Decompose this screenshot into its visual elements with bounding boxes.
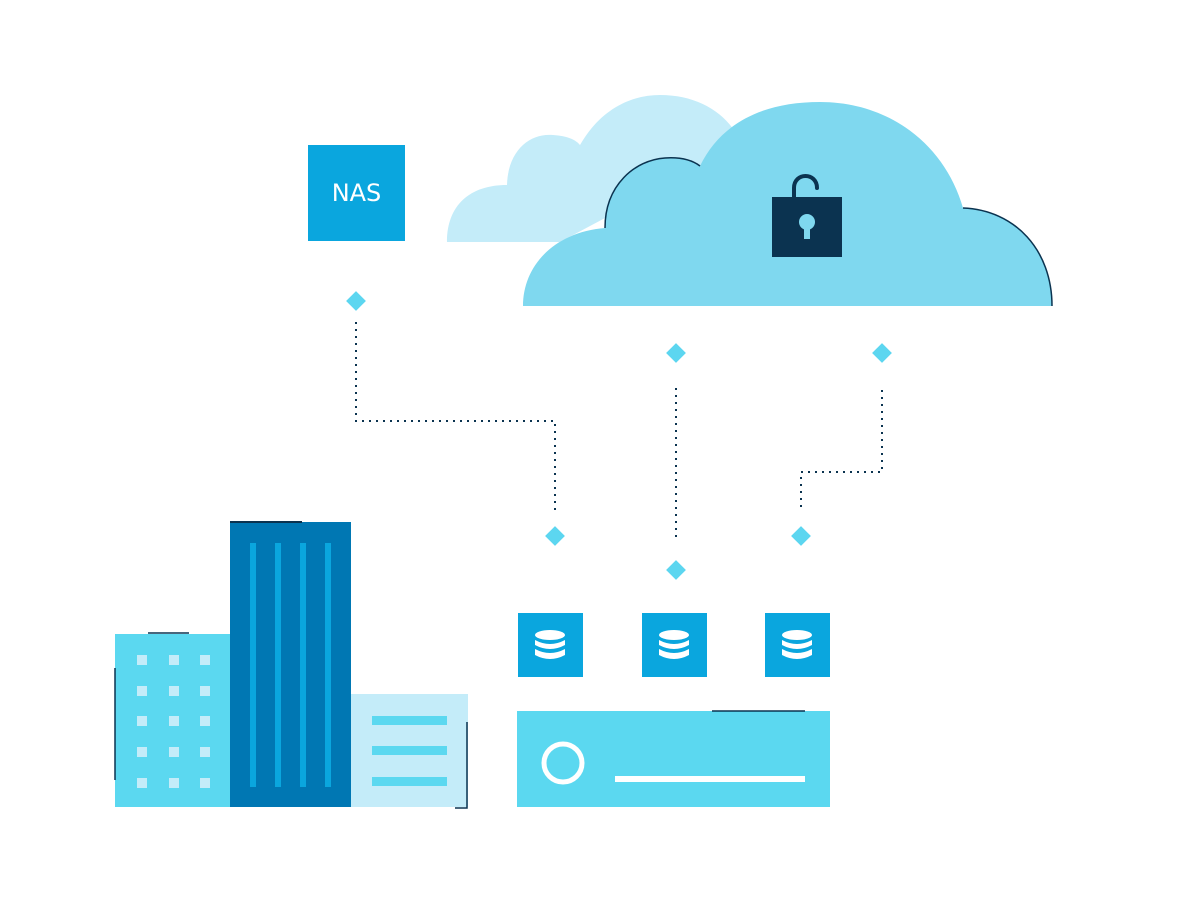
- drive-slot: [615, 776, 805, 782]
- connector-node: [791, 526, 811, 546]
- database-tile-left: [518, 613, 583, 677]
- database-icon: [659, 630, 689, 659]
- connector-node: [545, 526, 565, 546]
- database-tile-middle: [642, 613, 707, 677]
- database-icon: [535, 630, 565, 659]
- nas-device: NAS: [308, 145, 405, 241]
- database-icon: [782, 630, 812, 659]
- cloud-outline-left: [604, 157, 701, 229]
- connector-node: [666, 560, 686, 580]
- office-building-tall: [230, 521, 351, 807]
- power-indicator: [541, 741, 585, 785]
- connector-node: [666, 343, 686, 363]
- office-building-low: [351, 694, 468, 809]
- database-tile-right: [765, 613, 830, 677]
- background-cloud: [447, 95, 742, 242]
- nas-label: NAS: [332, 179, 382, 207]
- server-panel: [517, 710, 830, 807]
- connector-node: [346, 291, 366, 311]
- connector-nas-to-database: [355, 322, 556, 512]
- lock-icon: [772, 174, 842, 257]
- connector-cloud-to-database-right: [800, 390, 883, 512]
- cloud-outline-right: [962, 207, 1053, 307]
- connector-node: [872, 343, 892, 363]
- office-building-left: [114, 632, 232, 807]
